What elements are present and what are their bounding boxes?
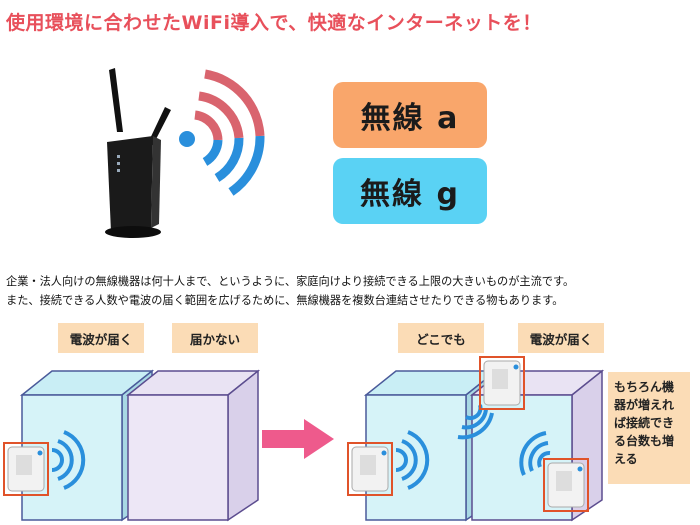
wifi-signal-icon [51,430,86,490]
access-point-icon [479,356,525,410]
access-point-icon [3,442,49,496]
note-line-3: ば接続でき [614,416,675,430]
note-line-2: 器が増えれ [614,398,675,412]
coverage-diagram [3,356,605,522]
description-line-1: 企業・法人向けの無線機器は何十人まで、というように、家庭向けより接続できる上限の… [6,275,575,288]
access-point-icon [347,442,393,496]
description: 企業・法人向けの無線機器は何十人まで、というように、家庭向けより接続できる上限の… [6,272,574,310]
access-point-icon [543,458,589,512]
room-cube-uncovered [125,369,261,522]
page-title: 使用環境に合わせたWiFi導入で、快適なインターネットを！ [6,12,542,34]
wireless-g-badge: 無線 g [333,158,487,224]
label-reach-left: 電波が届く [58,323,144,353]
wifi-router-icon [105,68,265,238]
note-line-5: える [614,452,638,466]
note-box: もちろん機 器が増えれ ば接続でき る台数も増 える [608,372,690,484]
label-no-reach: 届かない [172,323,258,353]
note-line-1: もちろん機 [614,380,675,394]
description-line-2: また、接続できる人数や電波の届く範囲を広げるために、無線機器を複数台連結させたり… [6,294,564,307]
right-arrow-icon [262,419,334,459]
label-anywhere: どこでも [398,323,484,353]
label-reach-right: 電波が届く [518,323,604,353]
note-line-4: る台数も増 [614,434,675,448]
wifi-signal-icon [194,69,265,196]
wireless-a-badge: 無線 a [333,82,487,148]
